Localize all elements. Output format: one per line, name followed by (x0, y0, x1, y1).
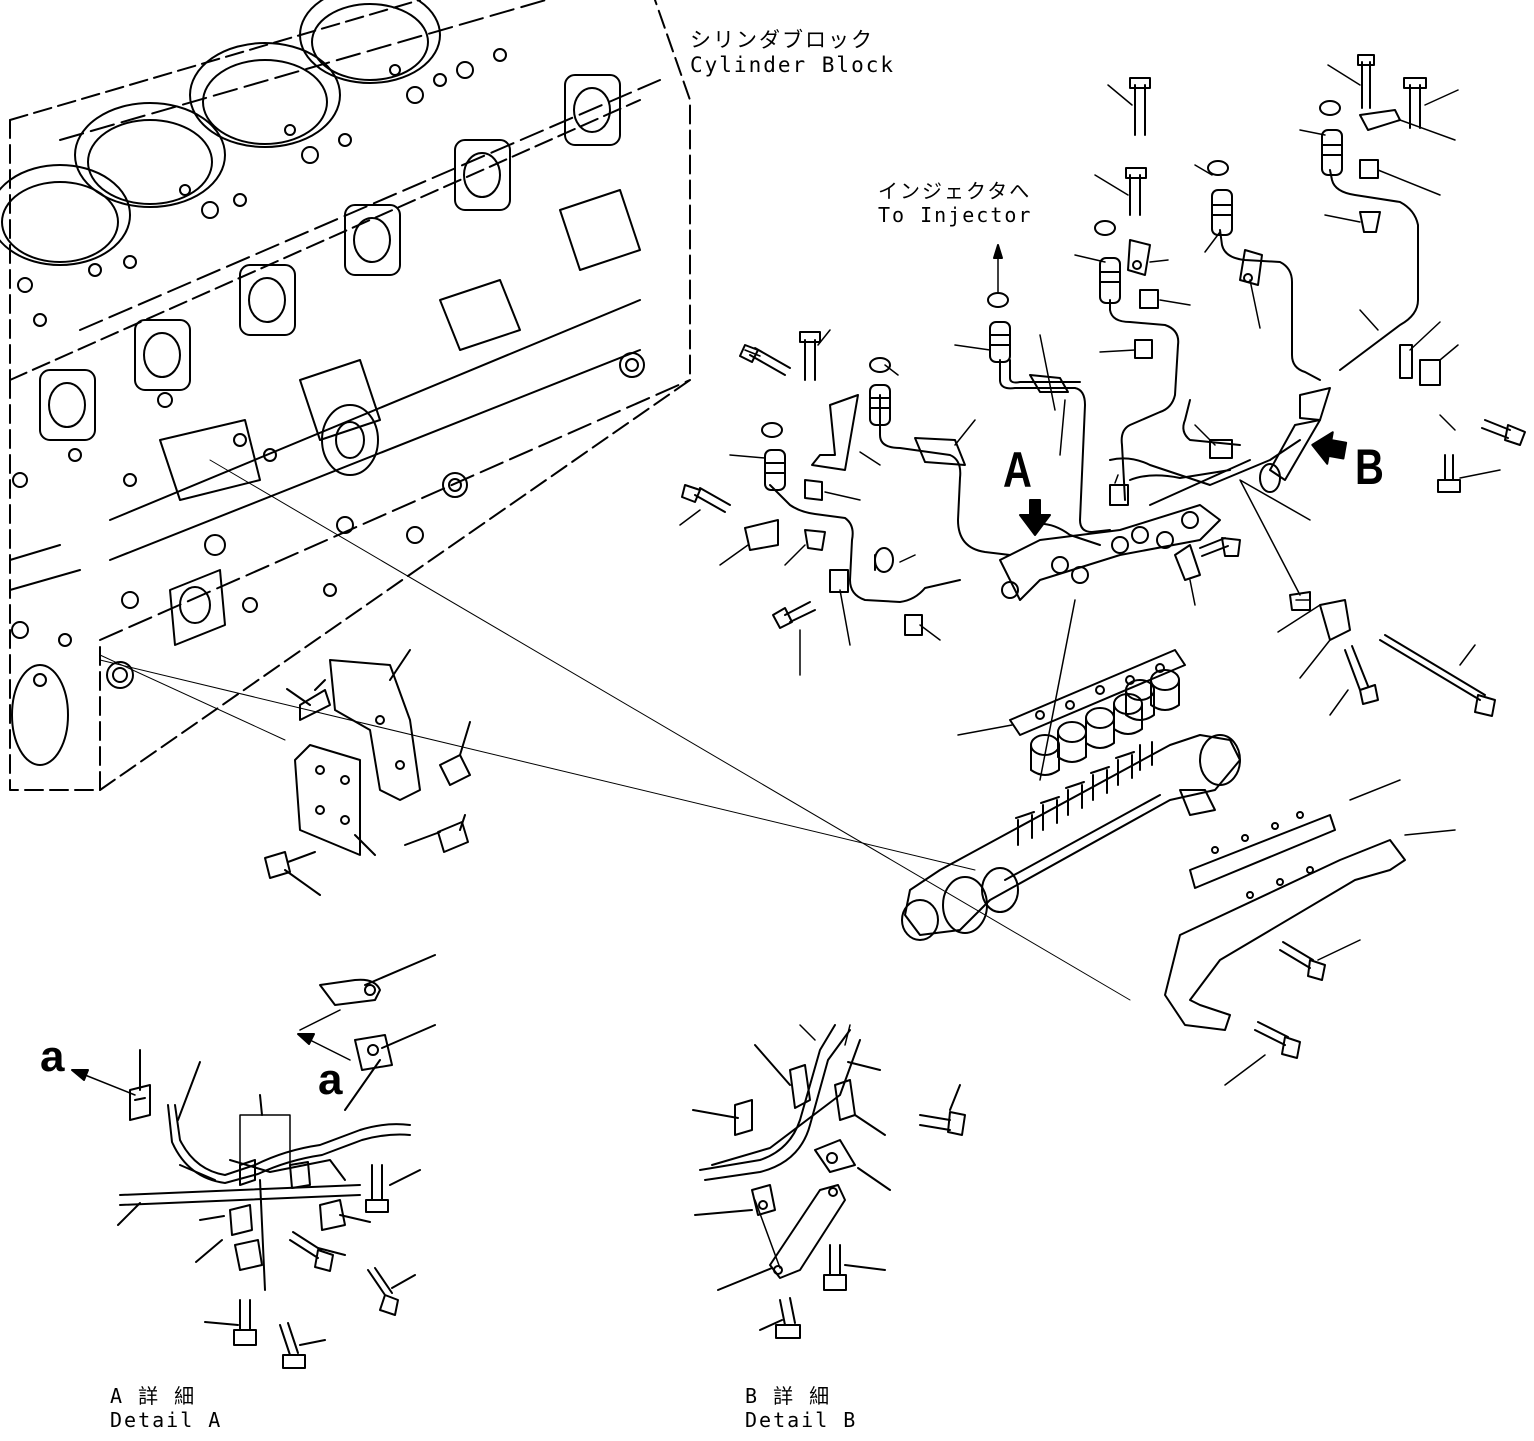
harness-bolts (681, 54, 1526, 717)
detail-b-label: B 詳 細 Detail B (745, 1386, 857, 1430)
cylinder-block-label-jp: シリンダブロック (690, 28, 874, 52)
detail-a-label-jp: A 詳 細 (110, 1384, 197, 1408)
block-side-ports (39, 74, 621, 441)
rail-outlets (1015, 741, 1153, 846)
view-arrow-a (1019, 499, 1051, 536)
cylinder-block-label: シリンダブロック Cylinder Block (690, 30, 895, 76)
to-injector-label-en: To Injector (878, 203, 1033, 227)
detail-a-drawing (71, 954, 436, 1369)
view-arrow-b (1311, 431, 1348, 465)
detail-a-label-en: Detail A (110, 1408, 223, 1432)
detail-b-drawing (692, 1024, 966, 1339)
ref-a-marker-right: a (318, 1055, 343, 1104)
detail-b-label-en: Detail B (745, 1408, 858, 1432)
cylinder-block-label-en: Cylinder Block (690, 53, 896, 77)
harness-junction (999, 504, 1221, 601)
to-injector-label: インジェクタへ To Injector (878, 181, 1032, 225)
fuel-rail-assembly (901, 649, 1456, 1086)
pipe-clamps (744, 109, 1441, 641)
harness-leaders (679, 64, 1501, 781)
ref-a-marker-left: a (40, 1032, 65, 1081)
block-bracket-assembly (264, 649, 471, 896)
to-injector-label-jp: インジェクタへ (878, 179, 1032, 203)
detail-b-label-jp: B 詳 細 (745, 1384, 832, 1408)
detail-a-label: A 詳 細 Detail A (110, 1386, 222, 1430)
pipe-end-fittings (761, 100, 1343, 491)
view-b-marker: B (1355, 439, 1384, 495)
injector-pipes (769, 169, 1419, 603)
injector-plugs (1030, 669, 1180, 776)
view-a-marker: A (1003, 442, 1032, 498)
cylinder-block (0, 0, 691, 791)
